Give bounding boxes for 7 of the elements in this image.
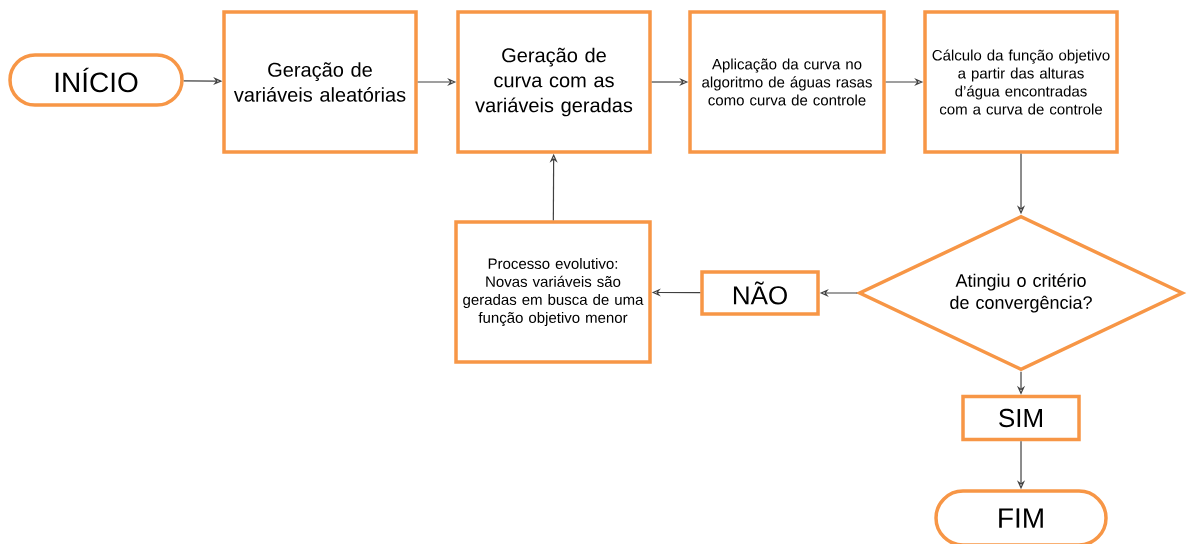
process-box: Geração de curva com as variáveis geradas bbox=[456, 10, 652, 154]
label-box: SIM bbox=[961, 394, 1081, 442]
label-box: NÃO bbox=[700, 270, 820, 316]
process-box: Processo evolutivo: Novas variáveis são geradas em busca de uma função objetivo menor bbox=[454, 220, 652, 364]
process-box: Cálculo da função objetivo a partir das alturas d’água encontradas com a curva de controle bbox=[923, 10, 1119, 154]
process-box: Aplicação da curva no algoritmo de águas rasas como curva de controle bbox=[688, 10, 886, 154]
process-box: Geração de variáveis aleatórias bbox=[222, 10, 418, 154]
